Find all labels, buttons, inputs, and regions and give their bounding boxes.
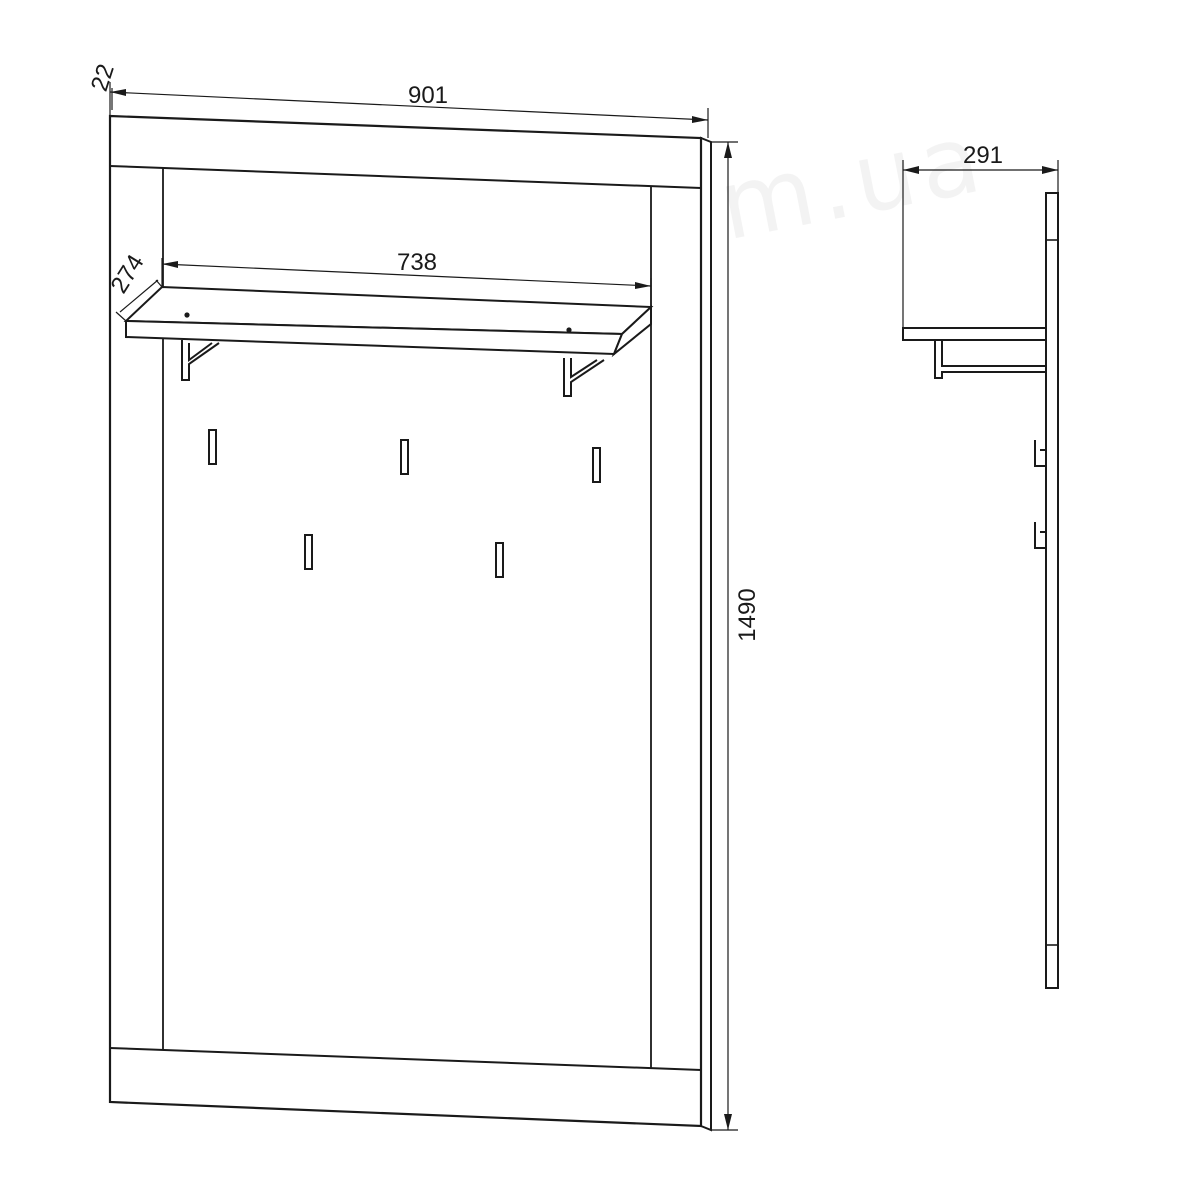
shelf-side-edge (611, 304, 652, 358)
shelf-bracket-left (181, 340, 220, 381)
dimension-side-depth: 291 (902, 142, 1059, 328)
hook (208, 429, 217, 465)
hook (304, 534, 313, 570)
dimension-shelf-width: 738 (161, 249, 652, 307)
side-view (902, 192, 1059, 989)
dimension-label-side-depth: 291 (963, 142, 1003, 169)
dimension-label-thickness: 22 (86, 61, 120, 95)
side-shelf-bracket (934, 340, 1046, 379)
dimension-label-overall-width: 901 (408, 82, 448, 109)
dimension-label-shelf-width: 738 (397, 249, 437, 276)
shelf-screw-left (184, 312, 190, 318)
dimension-thickness: 22 (86, 61, 120, 110)
hook (400, 439, 409, 475)
side-shelf (902, 327, 1047, 341)
dimension-label-overall-height: 1490 (734, 588, 761, 641)
dimension-overall-height: 1490 (711, 141, 761, 1131)
side-hook (1034, 440, 1046, 467)
top-rail-edge (109, 165, 702, 189)
hook (592, 447, 601, 483)
shelf-bracket-right (563, 358, 605, 397)
hook (495, 542, 504, 578)
side-hook (1034, 522, 1046, 549)
dimension-overall-width: 901 (109, 82, 709, 138)
bottom-rail-edge (109, 1047, 702, 1071)
panel-side-edge (700, 136, 712, 1132)
shelf (123, 285, 654, 397)
panel-outer-frame (108, 114, 703, 1128)
shelf-screw-right (566, 327, 572, 333)
side-panel (1045, 192, 1059, 989)
